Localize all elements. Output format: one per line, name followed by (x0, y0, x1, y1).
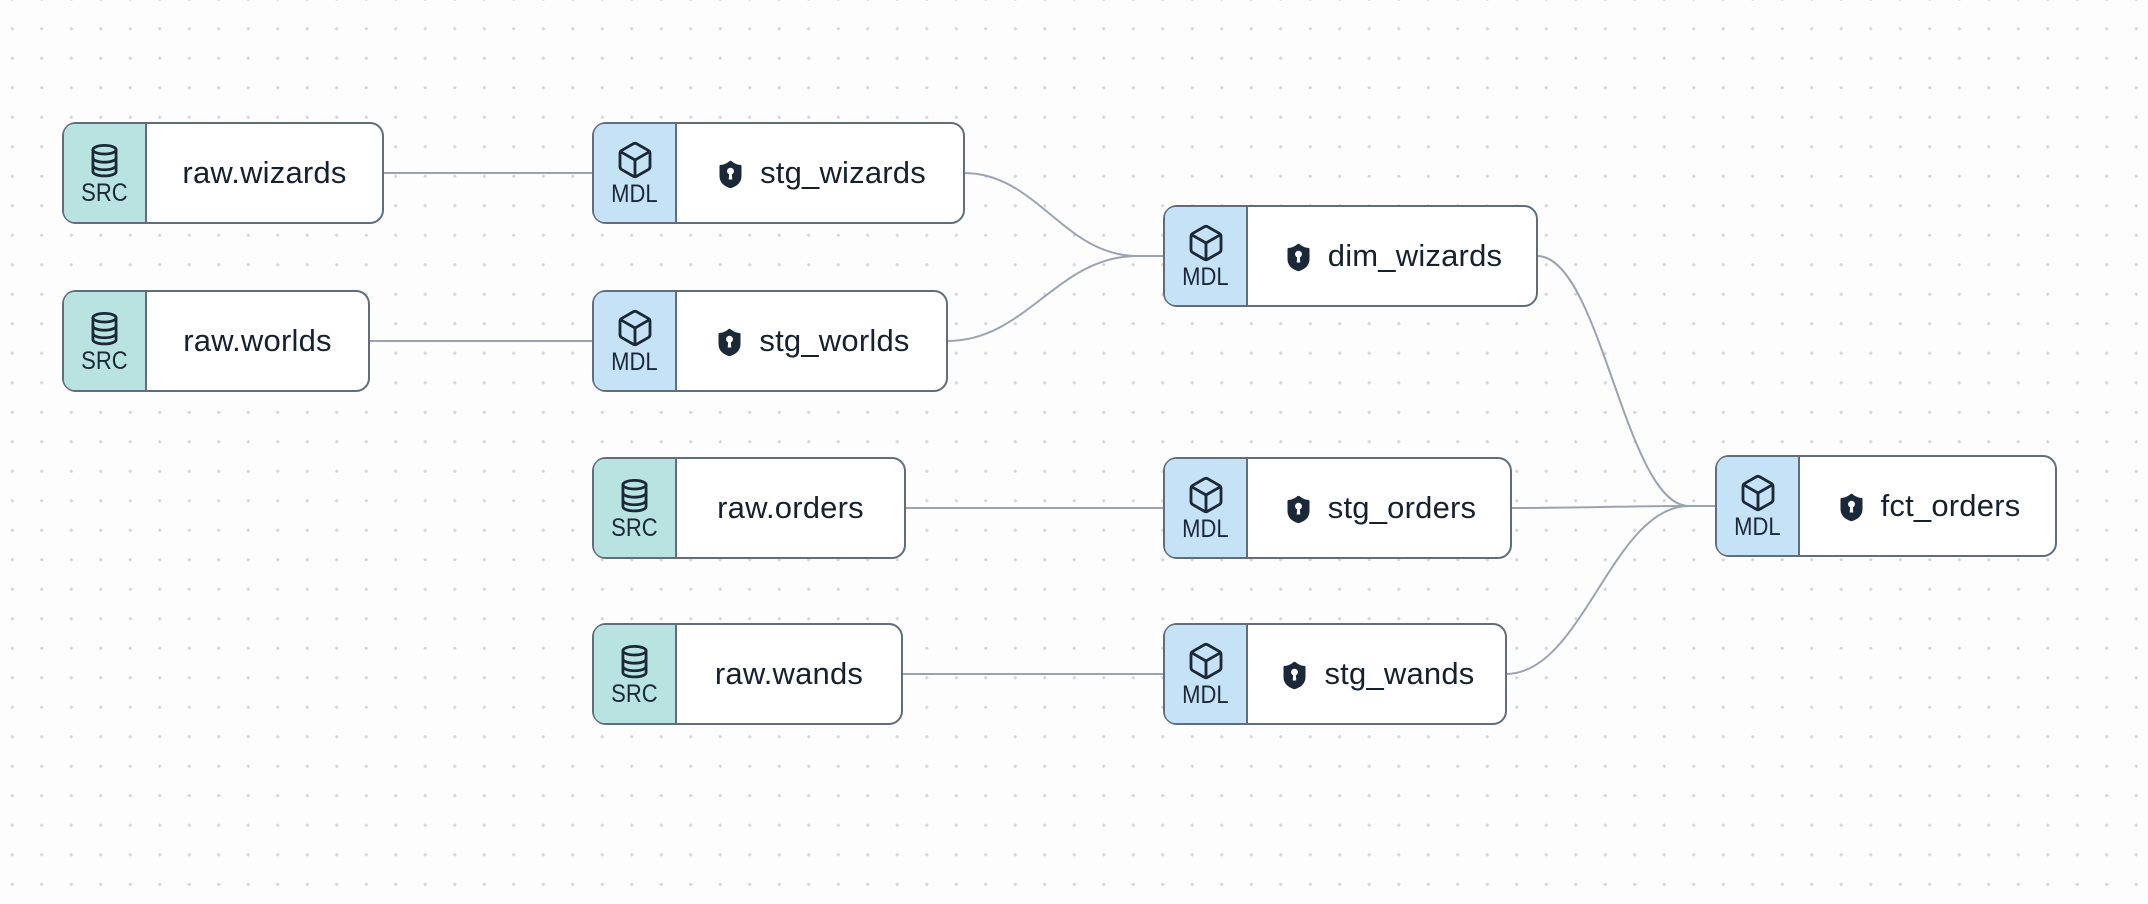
node-label: stg_wizards (760, 155, 926, 190)
node-body: dim_wizards (1248, 207, 1536, 305)
node-stg-wands[interactable]: MDL stg_wands (1163, 623, 1507, 725)
edge-stg_wands-to-fct_orders (1505, 505, 1716, 675)
node-dim-wizards[interactable]: MDL dim_wizards (1163, 205, 1538, 307)
edge-stg_wizards-to-dim_wizards (963, 172, 1164, 257)
shield-icon (718, 328, 741, 356)
shield-icon (1287, 495, 1310, 523)
node-type-label: SRC (81, 346, 128, 375)
node-fct-orders[interactable]: MDL fct_orders (1715, 455, 2057, 557)
node-type-label: MDL (1182, 515, 1229, 544)
model-type-badge: MDL (594, 124, 677, 222)
node-type-label: MDL (611, 348, 658, 377)
node-raw-wizards[interactable]: SRC raw.wizards (62, 122, 384, 224)
node-label: raw.orders (717, 490, 864, 525)
model-type-badge: MDL (1717, 457, 1800, 555)
cube-icon (1741, 475, 1774, 512)
node-type-label: SRC (611, 513, 658, 542)
node-label: raw.worlds (183, 323, 332, 358)
cube-icon (1189, 477, 1222, 514)
database-icon (621, 478, 648, 513)
node-label: stg_orders (1327, 490, 1477, 525)
node-type-label: SRC (81, 178, 128, 207)
cube-icon (618, 310, 651, 347)
node-label: raw.wands (714, 656, 864, 691)
node-raw-worlds[interactable]: SRC raw.worlds (62, 290, 370, 392)
node-type-label: MDL (1182, 263, 1229, 292)
node-stg-wizards[interactable]: MDL stg_wizards (592, 122, 965, 224)
node-label: dim_wizards (1327, 238, 1503, 273)
cube-icon (1189, 643, 1222, 680)
shield-icon (719, 160, 742, 188)
node-body: stg_worlds (677, 292, 946, 390)
model-type-badge: MDL (1165, 459, 1248, 557)
source-type-badge: SRC (64, 292, 147, 390)
model-type-badge: MDL (1165, 207, 1248, 305)
node-type-label: SRC (611, 679, 658, 708)
database-icon (621, 644, 648, 679)
node-body: raw.wands (677, 625, 901, 723)
shield-icon (1840, 493, 1863, 521)
node-type-label: MDL (1182, 681, 1229, 710)
cube-icon (1189, 225, 1222, 262)
node-label: fct_orders (1880, 488, 2021, 523)
node-raw-wands[interactable]: SRC raw.wands (592, 623, 903, 725)
edge-dim_wizards-to-fct_orders (1536, 255, 1716, 507)
node-body: raw.wizards (147, 124, 382, 222)
cube-icon (618, 142, 651, 179)
node-type-label: MDL (1734, 513, 1781, 542)
node-raw-orders[interactable]: SRC raw.orders (592, 457, 906, 559)
node-body: raw.worlds (147, 292, 368, 390)
edge-stg_orders-to-fct_orders (1510, 505, 1716, 509)
source-type-badge: SRC (594, 625, 677, 723)
node-label: raw.wizards (182, 155, 347, 190)
node-body: raw.orders (677, 459, 904, 557)
model-type-badge: MDL (1165, 625, 1248, 723)
node-body: stg_orders (1248, 459, 1510, 557)
shield-icon (1287, 243, 1310, 271)
database-icon (91, 143, 118, 178)
node-body: stg_wizards (677, 124, 963, 222)
database-icon (91, 311, 118, 346)
shield-icon (1283, 661, 1306, 689)
node-stg-worlds[interactable]: MDL stg_worlds (592, 290, 948, 392)
node-stg-orders[interactable]: MDL stg_orders (1163, 457, 1512, 559)
node-type-label: MDL (611, 180, 658, 209)
node-body: stg_wands (1248, 625, 1505, 723)
node-label: stg_worlds (759, 323, 910, 358)
source-type-badge: SRC (64, 124, 147, 222)
node-label: stg_wands (1324, 656, 1475, 691)
edge-stg_worlds-to-dim_wizards (946, 255, 1164, 342)
model-type-badge: MDL (594, 292, 677, 390)
node-body: fct_orders (1800, 457, 2055, 555)
source-type-badge: SRC (594, 459, 677, 557)
